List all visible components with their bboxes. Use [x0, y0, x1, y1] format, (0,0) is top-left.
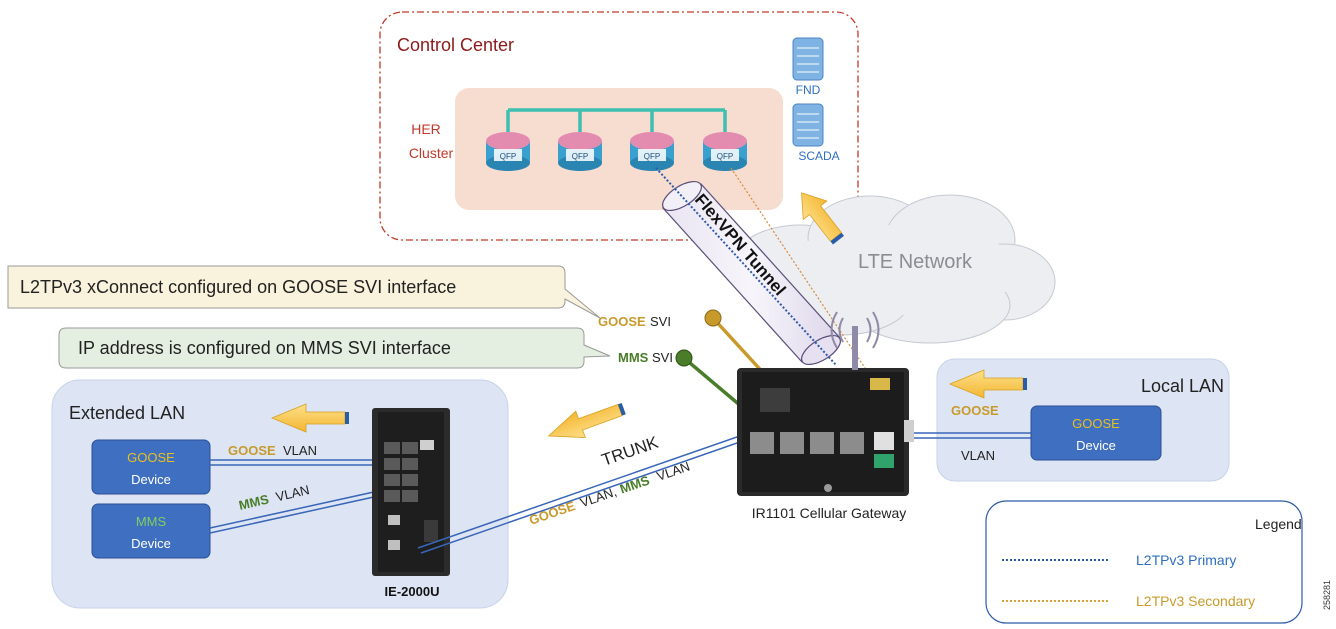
- mms-vlan-link: [209, 487, 393, 534]
- mms-device-extended: [91, 503, 211, 559]
- local-goose-tag: GOOSE: [951, 403, 999, 418]
- ir1101-gateway-icon: [737, 368, 914, 496]
- goose-device-extended-line2: Device: [131, 472, 171, 487]
- mms-svi-dot-icon: [675, 349, 693, 367]
- goose-svi-callout: L2TPv3 xConnect configured on GOOSE SVI …: [7, 265, 601, 319]
- extended-lan-title: Extended LAN: [69, 403, 185, 423]
- legend-primary-label: L2TPv3 Primary: [1136, 552, 1236, 568]
- goose-svi-tag: GOOSE: [598, 314, 646, 329]
- goose-vlan-link: [210, 459, 390, 466]
- figure-id: 258281: [1322, 580, 1332, 610]
- fnd-label: FND: [796, 83, 821, 97]
- her-router-3: QFP: [630, 132, 674, 171]
- goose-svi-callout-text: L2TPv3 xConnect configured on GOOSE SVI …: [20, 277, 456, 297]
- her-label-line1: HER: [411, 121, 441, 137]
- her-router-2: QFP: [558, 132, 602, 171]
- goose-device-local-line1: GOOSE: [1072, 416, 1120, 431]
- local-lan-title: Local LAN: [1141, 376, 1224, 396]
- goose-device-extended-line1: GOOSE: [127, 450, 175, 465]
- antenna-icon: [830, 311, 880, 370]
- mms-vlan-tag: MMS: [237, 491, 270, 513]
- goose-svi-suffix: SVI: [650, 314, 671, 329]
- mms-svi-tag: MMS: [618, 350, 649, 365]
- her-interconnect: [506, 108, 727, 132]
- legend-secondary-label: L2TPv3 Secondary: [1136, 593, 1255, 609]
- trunk-vlan1: VLAN,: [578, 484, 618, 510]
- goose-device-local: [1030, 405, 1162, 461]
- ie2000u-switch-icon: [372, 408, 450, 576]
- l2tpv3-primary-path: [655, 167, 837, 366]
- l2tpv3-secondary-path: [730, 167, 866, 369]
- mms-device-extended-line1: MMS: [136, 514, 167, 529]
- arrow-trunk-icon: [547, 402, 626, 438]
- local-device-link: [912, 432, 1031, 439]
- trunk-vlan2: VLAN: [655, 459, 692, 484]
- legend-box: [985, 500, 1303, 624]
- ir1101-label: IR1101 Cellular Gateway: [752, 505, 907, 521]
- fnd-server-icon: [792, 37, 824, 81]
- trunk-label: TRUNK: [599, 433, 661, 470]
- her-cluster-area: [455, 88, 783, 210]
- ie2000u-label: IE-2000U: [385, 584, 440, 599]
- mms-device-extended-line2: Device: [131, 536, 171, 551]
- router-label: QFP: [644, 152, 660, 161]
- scada-label: SCADA: [798, 149, 839, 163]
- her-router-1: QFP: [486, 132, 530, 171]
- router-label: QFP: [717, 152, 733, 161]
- goose-svi-dot-icon: [704, 309, 722, 327]
- mms-svi-callout: IP address is configured on MMS SVI inte…: [58, 327, 611, 369]
- lte-network-label: LTE Network: [858, 251, 973, 273]
- mms-svi-suffix: SVI: [652, 350, 673, 365]
- local-vlan-label: VLAN: [961, 448, 995, 463]
- scada-server-icon: [792, 103, 824, 147]
- her-label-line2: Cluster: [409, 145, 454, 161]
- trunk-goose-tag: GOOSE: [527, 498, 577, 528]
- her-router-4: QFP: [703, 132, 747, 171]
- router-label: QFP: [500, 152, 516, 161]
- control-center-border: [379, 11, 859, 241]
- goose-vlan-tag: GOOSE: [228, 443, 276, 458]
- goose-device-extended: [91, 439, 211, 495]
- legend-title: Legend: [1255, 516, 1302, 532]
- goose-vlan-label: VLAN: [283, 443, 317, 458]
- arrow-extended-lan-icon: [270, 403, 349, 433]
- control-center-title: Control Center: [397, 35, 514, 55]
- arrow-local-lan-icon: [948, 369, 1027, 399]
- router-label: QFP: [572, 152, 588, 161]
- mms-vlan-label: VLAN: [274, 482, 310, 504]
- goose-device-local-line2: Device: [1076, 438, 1116, 453]
- arrow-to-control-center-icon: [801, 192, 844, 245]
- mms-svi-callout-text: IP address is configured on MMS SVI inte…: [78, 338, 451, 358]
